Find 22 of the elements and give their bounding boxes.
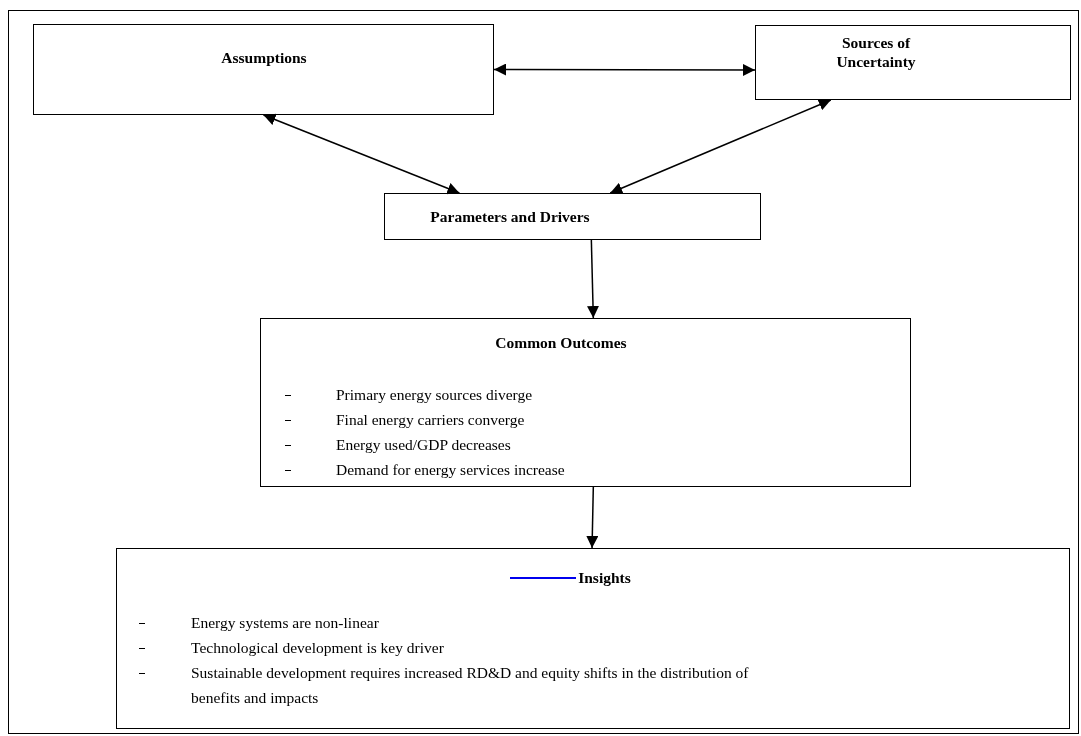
process-box: [755, 25, 1071, 100]
box-heading: Assumptions: [220, 49, 308, 68]
arrow: [587, 239, 599, 319]
list-item: Energy used/GDP decreases: [336, 435, 512, 455]
list-item: Demand for energy services increase: [336, 460, 566, 480]
arrow: [262, 113, 461, 195]
list-item: Final energy carriers converge: [336, 410, 526, 430]
arrow: [493, 63, 756, 76]
process-box: [116, 548, 1070, 729]
list-item: Technological development is key driver: [191, 638, 445, 658]
box-heading: Insights: [577, 569, 632, 588]
box-heading: Sources of Uncertainty: [835, 34, 917, 72]
arrow: [586, 486, 599, 549]
list-item: Energy systems are non-linear: [191, 613, 380, 633]
process-box: [33, 24, 494, 115]
process-box: [384, 193, 761, 240]
box-heading: Parameters and Drivers: [429, 208, 591, 227]
list-item: Primary energy sources diverge: [336, 385, 534, 405]
box-heading: Common Outcomes: [494, 334, 628, 353]
list-item: Sustainable development requires increased RD&D and equity shifts in the distribution of benefits and impacts: [191, 663, 750, 708]
arrow: [609, 99, 832, 194]
process-box: [260, 318, 911, 487]
